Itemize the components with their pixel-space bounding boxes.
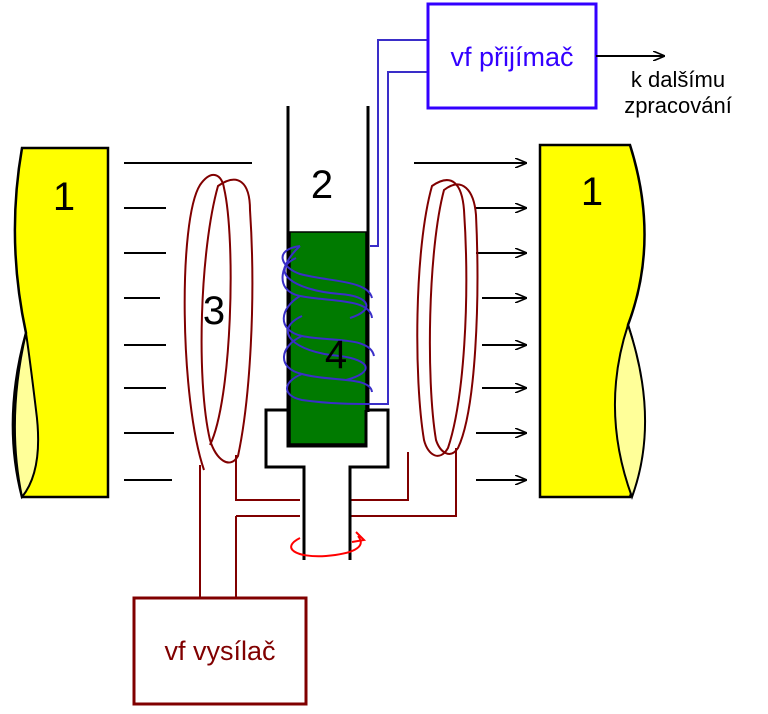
output-text-line2: zpracování — [624, 93, 732, 118]
transmitter-box: vf vysílač — [132, 596, 308, 706]
magnet-right-label: 1 — [581, 170, 603, 214]
sample-tube-label: 2 — [311, 163, 333, 207]
receiver-title: vf přijímač — [450, 42, 573, 72]
sample — [289, 231, 367, 445]
rotation-arrow — [290, 531, 367, 558]
field-lines-right — [414, 163, 526, 480]
magnet-left: 1 — [11, 146, 110, 500]
magnet-right: 1 — [538, 143, 646, 500]
magnet-left-label: 1 — [53, 175, 75, 219]
transmitter-title: vf vysílač — [164, 636, 275, 666]
receiver-coil — [281, 39, 428, 405]
field-lines-left — [124, 162, 252, 481]
transmitter-coil — [183, 174, 479, 598]
receiver-box: vf přijímač — [426, 2, 598, 110]
sample-label: 4 — [325, 333, 347, 377]
transmitter-coil-label: 3 — [203, 289, 225, 333]
output-text-line1: k dalšímu — [631, 67, 725, 92]
spinner-holder — [264, 408, 390, 560]
